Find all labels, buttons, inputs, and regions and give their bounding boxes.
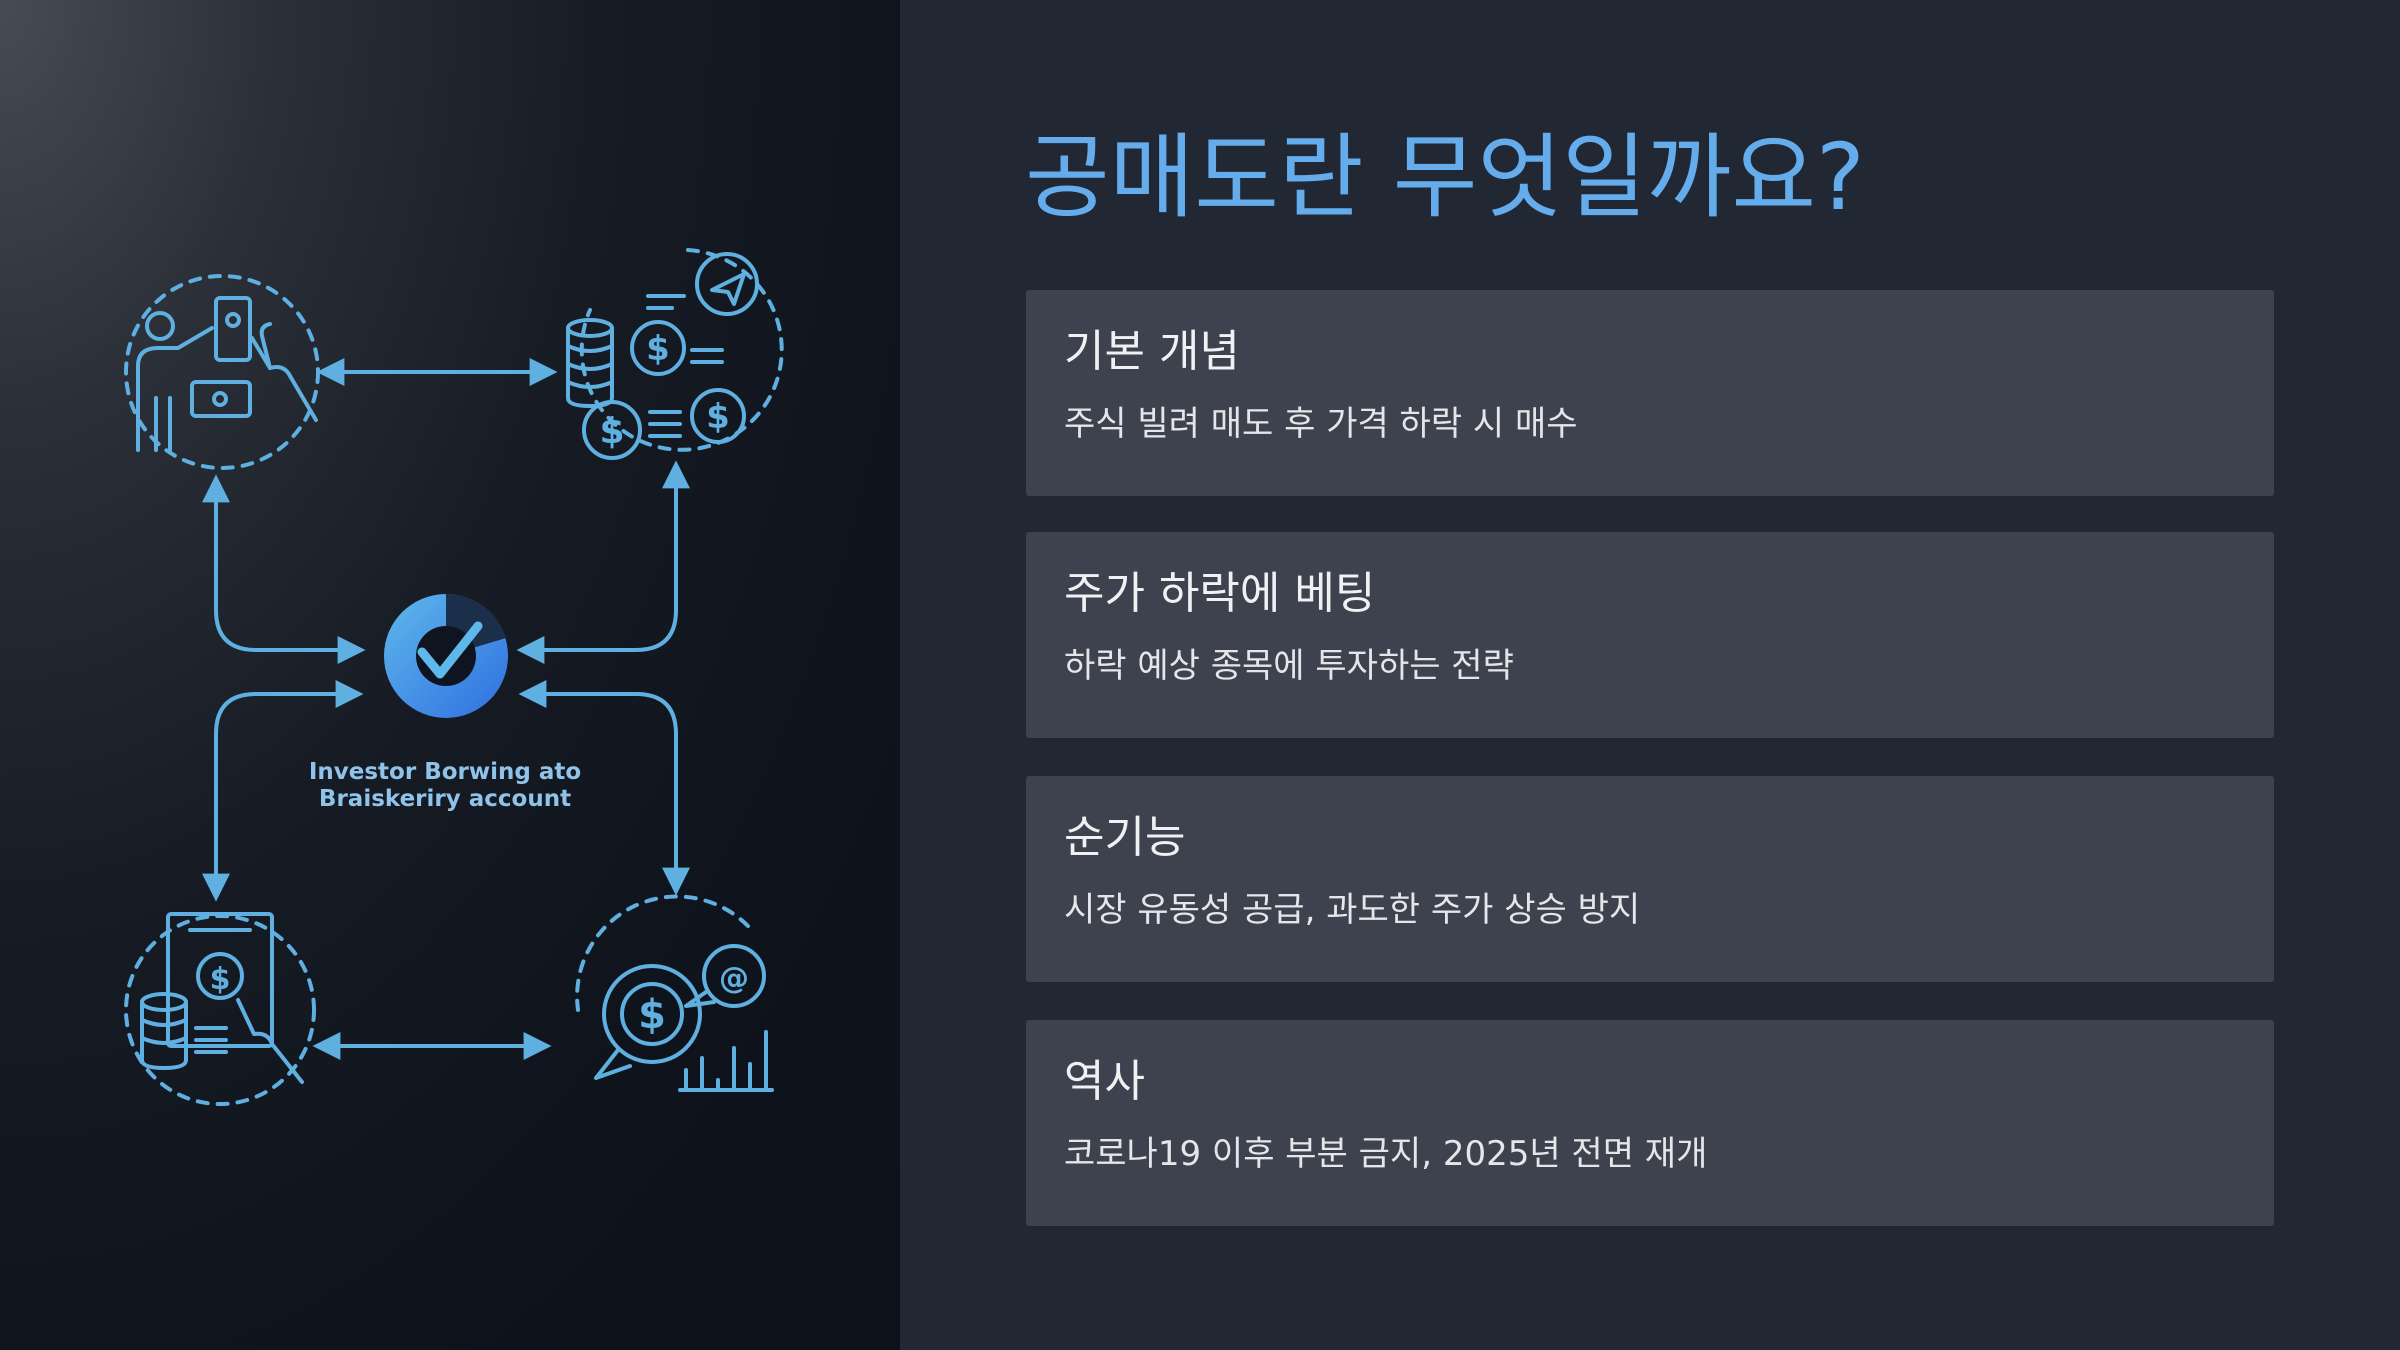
card-history: 역사 코로나19 이후 부분 금지, 2025년 전면 재개 bbox=[1026, 1020, 2274, 1226]
central-pie-check-icon bbox=[384, 593, 508, 718]
card-description: 주식 빌려 매도 후 가격 하락 시 매수 bbox=[1064, 404, 1578, 444]
diagram-caption-line-1: Investor Borwing ato bbox=[308, 759, 582, 785]
coins-dollar-network-icon bbox=[566, 248, 784, 460]
card-title: 기본 개념 bbox=[1064, 326, 1240, 377]
dollar-chat-chart-icon bbox=[575, 894, 774, 1092]
svg-text:$: $ bbox=[706, 397, 730, 437]
page-title: 공매도란 무엇일까요? bbox=[1025, 124, 1865, 231]
dollar-glyphs: $ $ $ bbox=[599, 329, 729, 452]
card-title: 주가 하락에 베팅 bbox=[1064, 568, 1376, 619]
diagram-caption: Investor Borwing ato Braiskeriry account bbox=[260, 759, 630, 813]
card-betting-on-decline: 주가 하락에 베팅 하락 예상 종목에 투자하는 전략 bbox=[1026, 532, 2274, 738]
svg-text:$: $ bbox=[599, 411, 624, 452]
card-description: 코로나19 이후 부분 금지, 2025년 전면 재개 bbox=[1064, 1134, 1708, 1174]
flow-arrows bbox=[202, 358, 690, 1060]
short-selling-flow-diagram: $ $ $ $ bbox=[124, 248, 784, 1106]
diagram-caption-line-2: Braiskeriry account bbox=[318, 786, 572, 812]
svg-text:$: $ bbox=[646, 329, 670, 369]
card-title: 순기능 bbox=[1064, 812, 1186, 863]
content-panel: 공매도란 무엇일까요? 기본 개념 주식 빌려 매도 후 가격 하락 시 매수 … bbox=[900, 0, 2400, 1350]
chat-glyphs: $ @ bbox=[638, 961, 749, 1038]
illustration-panel: $ $ $ $ bbox=[0, 0, 900, 1350]
document-dollar-glyph: $ bbox=[210, 962, 231, 997]
card-description: 시장 유동성 공급, 과도한 주가 상승 방지 bbox=[1064, 890, 1641, 930]
document-coins-icon bbox=[124, 912, 316, 1106]
card-basic-concept: 기본 개념 주식 빌려 매도 후 가격 하락 시 매수 bbox=[1026, 290, 2274, 496]
investor-cash-icon bbox=[124, 274, 320, 470]
card-positive-function: 순기능 시장 유동성 공급, 과도한 주가 상승 방지 bbox=[1026, 776, 2274, 982]
card-description: 하락 예상 종목에 투자하는 전략 bbox=[1064, 646, 1514, 686]
card-title: 역사 bbox=[1064, 1056, 1145, 1107]
svg-text:@: @ bbox=[719, 961, 749, 996]
svg-text:$: $ bbox=[638, 992, 666, 1038]
